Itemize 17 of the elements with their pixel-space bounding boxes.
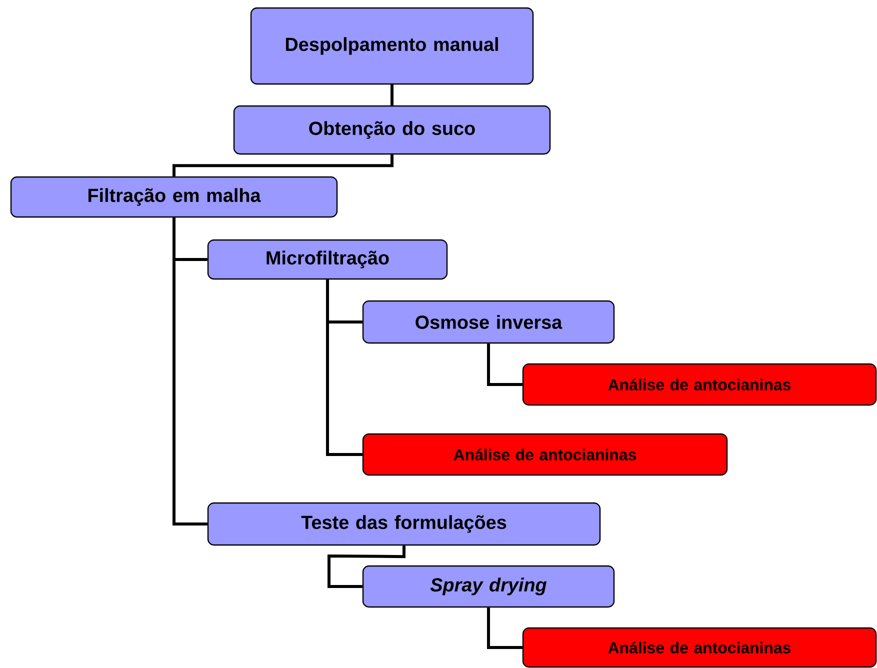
connector (326, 280, 362, 456)
analysis-box: Análise de antocianinas (522, 363, 877, 406)
connector (487, 344, 522, 386)
analysis-box: Análise de antocianinas (522, 627, 877, 668)
process-box: Teste das formulações (207, 502, 601, 546)
connector (487, 608, 522, 649)
process-box: Filtração em malha (10, 176, 338, 218)
connector (390, 84, 394, 106)
process-box: Despolpamento manual (250, 7, 534, 85)
process-box: Spray drying (362, 565, 615, 608)
connector (172, 218, 208, 526)
connector (328, 546, 406, 588)
analysis-box: Análise de antocianinas (362, 433, 728, 476)
process-box: Microfiltração (207, 239, 448, 280)
process-box: Obtenção do suco (233, 105, 551, 155)
connector (172, 154, 394, 176)
process-box: Osmose inversa (362, 300, 615, 344)
